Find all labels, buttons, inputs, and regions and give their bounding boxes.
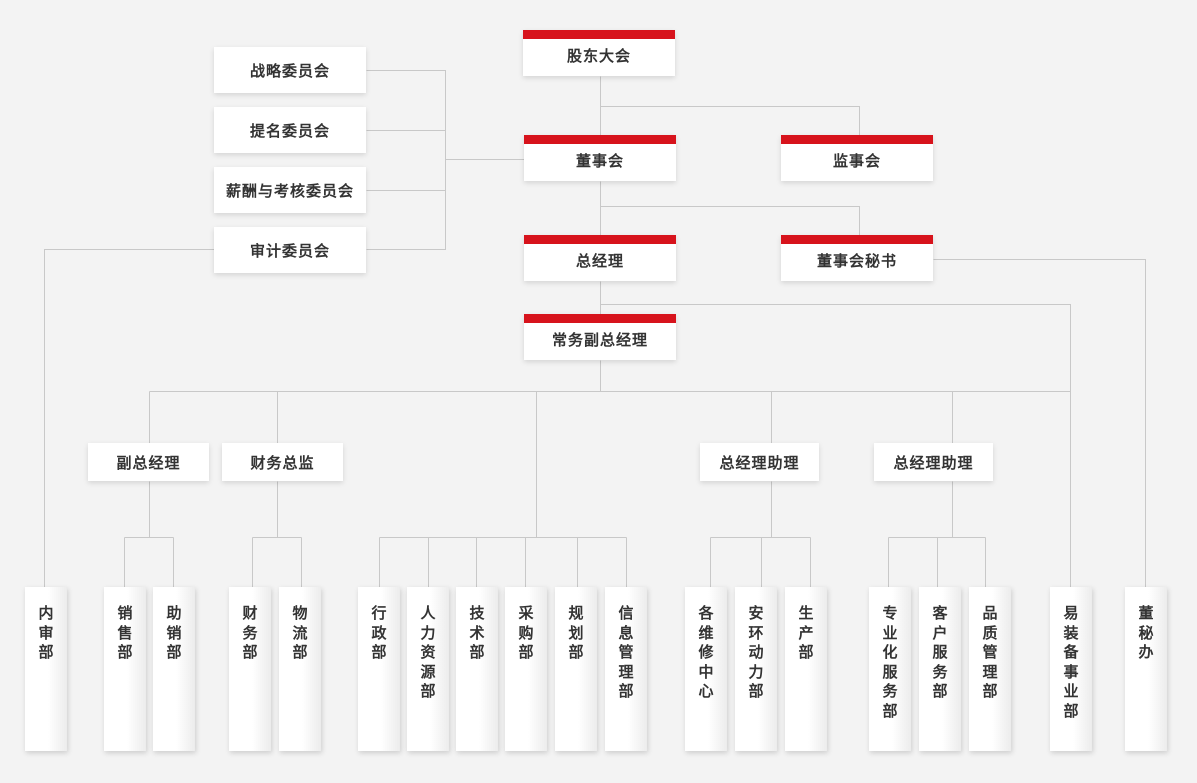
- dept-planning: 规划部: [555, 587, 597, 751]
- executive-deputy-gm-label: 常务副总经理: [551, 332, 648, 349]
- dept-label: 财务部: [242, 605, 258, 661]
- dept-label: 安环动力部: [748, 605, 764, 700]
- gm-assistant-box-1: 总经理助理: [700, 443, 819, 481]
- committee-label: 薪酬与考核委员会: [225, 182, 354, 200]
- dept-label: 行政部: [371, 605, 387, 661]
- dept-finance: 财务部: [229, 587, 271, 751]
- dept-label: 内审部: [38, 605, 54, 661]
- shareholders-box: 股东大会: [523, 30, 675, 76]
- dept-professional-services: 专业化服务部: [869, 587, 911, 751]
- connector-line: [600, 106, 860, 136]
- dept-label: 品质管理部: [982, 605, 998, 700]
- cfo-box: 财务总监: [222, 443, 343, 481]
- board-secretary-label: 董事会秘书: [816, 253, 897, 270]
- shareholders-label: 股东大会: [566, 48, 631, 65]
- manager-label: 副总经理: [116, 454, 181, 472]
- dept-label: 各维修中心: [698, 605, 714, 700]
- dept-quality-management: 品质管理部: [969, 587, 1011, 751]
- dept-maintenance-centers: 各维修中心: [685, 587, 727, 751]
- dept-sales: 销售部: [104, 587, 146, 751]
- general-manager-label: 总经理: [575, 253, 624, 270]
- dept-equipment-business: 易装备事业部: [1050, 587, 1092, 751]
- manager-label: 财务总监: [250, 454, 315, 472]
- dept-label: 董秘办: [1138, 605, 1154, 661]
- committee-compensation: 薪酬与考核委员会: [214, 167, 366, 213]
- dept-label: 信息管理部: [618, 605, 634, 700]
- connector-line: [600, 206, 860, 236]
- dept-customer-service: 客户服务部: [919, 587, 961, 751]
- dept-label: 物流部: [292, 605, 308, 661]
- board-label: 董事会: [575, 153, 624, 170]
- board-box: 董事会: [524, 135, 676, 181]
- dept-label: 采购部: [518, 605, 534, 661]
- board-secretary-box: 董事会秘书: [781, 235, 933, 281]
- dept-label: 专业化服务部: [882, 605, 898, 720]
- executive-deputy-gm-box: 常务副总经理: [524, 314, 676, 360]
- supervisory-board-box: 监事会: [781, 135, 933, 181]
- committee-label: 审计委员会: [249, 242, 330, 260]
- connector-line: [366, 70, 446, 250]
- committee-label: 战略委员会: [249, 62, 330, 80]
- supervisory-board-label: 监事会: [832, 153, 881, 170]
- dept-production: 生产部: [785, 587, 827, 751]
- dept-procurement: 采购部: [505, 587, 547, 751]
- gm-assistant-box-2: 总经理助理: [874, 443, 993, 481]
- committee-strategy: 战略委员会: [214, 47, 366, 93]
- dept-label: 客户服务部: [932, 605, 948, 700]
- dept-label: 技术部: [469, 605, 485, 661]
- dept-label: 人力资源部: [420, 605, 436, 700]
- connector-line: [600, 304, 1071, 588]
- committee-nomination: 提名委员会: [214, 107, 366, 153]
- dept-label: 生产部: [798, 605, 814, 661]
- dept-internal-audit: 内审部: [25, 587, 67, 751]
- connector-line: [44, 249, 215, 588]
- deputy-gm-box: 副总经理: [88, 443, 209, 481]
- dept-sales-support: 助销部: [153, 587, 195, 751]
- dept-information-management: 信息管理部: [605, 587, 647, 751]
- manager-label: 总经理助理: [719, 454, 800, 472]
- dept-human-resources: 人力资源部: [407, 587, 449, 751]
- dept-label: 助销部: [166, 605, 182, 661]
- committee-audit: 审计委员会: [214, 227, 366, 273]
- dept-label: 易装备事业部: [1063, 605, 1079, 720]
- dept-label: 销售部: [117, 605, 133, 661]
- dept-board-secretary-office: 董秘办: [1125, 587, 1167, 751]
- general-manager-box: 总经理: [524, 235, 676, 281]
- connector-line: [933, 259, 1146, 588]
- committee-label: 提名委员会: [249, 122, 330, 140]
- dept-logistics: 物流部: [279, 587, 321, 751]
- dept-administration: 行政部: [358, 587, 400, 751]
- dept-label: 规划部: [568, 605, 584, 661]
- dept-safety-env-power: 安环动力部: [735, 587, 777, 751]
- manager-label: 总经理助理: [893, 454, 974, 472]
- dept-technology: 技术部: [456, 587, 498, 751]
